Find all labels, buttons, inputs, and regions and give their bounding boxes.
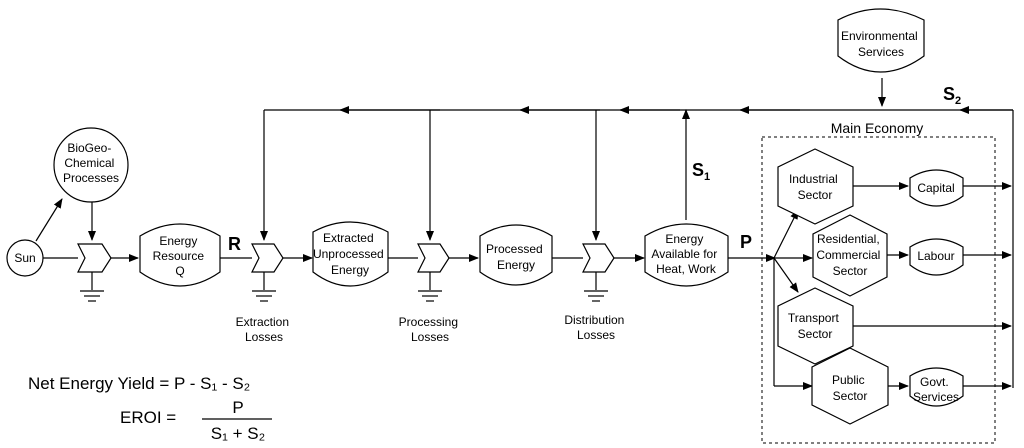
interaction-junction-icon xyxy=(77,243,112,273)
distribution-losses-label: Distribution Losses xyxy=(564,313,627,342)
interaction-junction-icon xyxy=(417,243,450,273)
residential-commercial-sector-label: Residential, Commercial Sector xyxy=(816,232,883,278)
extracted-energy-label: Extracted Unprocessed Energy xyxy=(313,231,387,277)
flow-label-r: R xyxy=(228,234,241,254)
heat-sink-icon xyxy=(80,290,104,302)
industrial-sector-node xyxy=(777,148,854,225)
flow-lines xyxy=(35,78,1014,390)
extracted-energy-tank xyxy=(312,221,389,287)
net-energy-yield-formula: Net Energy Yield = P - S₁ - S₂ xyxy=(28,374,250,393)
heat-sink-icon xyxy=(584,290,608,302)
transport-sector-node xyxy=(777,287,854,365)
residential-commercial-sector-node xyxy=(812,214,888,297)
processed-energy-tank xyxy=(479,224,553,286)
sun-node xyxy=(6,239,44,277)
biogeochemical-processes-label: BioGeo- Chemical Processes xyxy=(63,141,119,185)
processing-losses-label: Processing Losses xyxy=(399,315,462,344)
heat-sink-icon xyxy=(252,290,276,302)
capital-label: Capital xyxy=(917,181,954,195)
interaction-junction-icon xyxy=(582,243,615,273)
processed-energy-label: Processed Energy xyxy=(486,242,546,272)
available-energy-tank xyxy=(644,223,729,287)
heat-sink-icon xyxy=(418,290,442,302)
eroi-label: EROI = xyxy=(120,408,176,427)
govt-services-label: Govt. Services xyxy=(913,375,959,404)
flow-label-s1: S1 xyxy=(692,160,710,183)
sun-label: Sun xyxy=(14,251,35,265)
environmental-services-tank xyxy=(837,8,925,73)
public-sector-label: Public Sector xyxy=(832,373,868,403)
main-economy-boundary xyxy=(761,136,996,444)
eroi-denominator: S₁ + S₂ xyxy=(211,424,265,443)
biogeochemical-processes-node xyxy=(53,127,129,203)
energy-resource-label: Energy Resource Q xyxy=(153,234,208,278)
environmental-services-label: Environmental Services xyxy=(841,29,921,59)
govt-services-node xyxy=(909,367,964,407)
eroi-numerator: P xyxy=(232,398,243,417)
available-energy-label: Energy Available for Heat, Work xyxy=(651,232,720,276)
extraction-losses-label: Extraction Losses xyxy=(236,315,293,344)
transport-sector-label: Transport Sector xyxy=(788,311,842,341)
energy-resource-tank xyxy=(139,223,221,287)
main-economy-label: Main Economy xyxy=(831,120,924,136)
flow-label-p: P xyxy=(740,232,752,252)
labour-node xyxy=(909,238,964,276)
industrial-sector-label: Industrial Sector xyxy=(789,172,841,202)
public-sector-node xyxy=(811,347,889,425)
interaction-junction-icon xyxy=(251,243,284,273)
capital-node xyxy=(909,169,964,207)
flow-label-s2: S2 xyxy=(943,84,961,107)
labour-label: Labour xyxy=(917,249,954,263)
